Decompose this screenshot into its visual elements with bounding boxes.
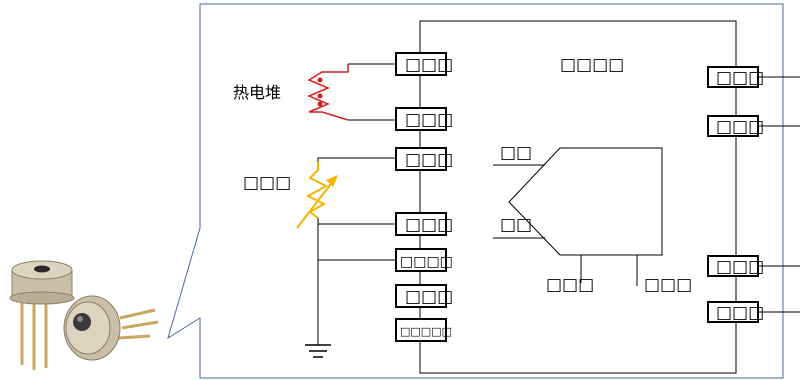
svg-text:□□□: □□□ xyxy=(716,257,764,277)
thermistor-label: □□□ xyxy=(243,173,291,193)
thermistor-wiring xyxy=(317,157,396,345)
pin-right-2: □□□ xyxy=(707,115,764,137)
pin-left-2: □□□ xyxy=(395,107,453,131)
svg-text:□□□: □□□ xyxy=(716,68,764,88)
svg-text:□□□□□: □□□□□ xyxy=(400,325,452,338)
pin-left-4: □□□ xyxy=(395,212,453,236)
amp-input-top-label: □□ xyxy=(500,143,532,163)
svg-text:□□□: □□□ xyxy=(405,55,453,75)
svg-text:□□□: □□□ xyxy=(405,110,453,130)
ground-icon xyxy=(305,344,331,358)
sensor-package-illustration xyxy=(9,260,159,370)
svg-text:□□□□: □□□□ xyxy=(400,254,453,270)
svg-text:□□□: □□□ xyxy=(716,117,764,137)
right-pin-wires xyxy=(758,76,800,313)
pin-left-6: □□□ xyxy=(395,284,453,308)
svg-text:□□□: □□□ xyxy=(405,150,453,170)
pin-left-1: □□□ xyxy=(395,52,453,76)
pin-right-3: □□□ xyxy=(707,255,764,277)
pin-left-3: □□□ xyxy=(395,147,453,171)
thermopile-symbol xyxy=(307,63,396,121)
thermistor-symbol xyxy=(296,162,338,229)
amp-output-right-label: □□□ xyxy=(644,275,692,295)
thermopile-label: 热电堆 xyxy=(233,83,281,102)
pin-left-5: □□□□ xyxy=(395,248,453,272)
amp-output-left-label: □□□ xyxy=(546,275,594,295)
pin-right-1: □□□ xyxy=(707,66,764,88)
svg-text:□□□: □□□ xyxy=(405,215,453,235)
svg-text:□□□: □□□ xyxy=(716,303,764,323)
left-pins: □□□ □□□ □□□ □□□ □□□□ □□□ □□□□□ xyxy=(395,52,453,342)
chip-package xyxy=(419,20,737,374)
amplifier-block xyxy=(508,147,663,256)
amp-input-bottom-label: □□ xyxy=(500,215,532,235)
pin-right-4: □□□ xyxy=(707,301,764,323)
chip-title: □□□□ xyxy=(560,55,624,75)
pin-left-7: □□□□□ xyxy=(395,318,452,342)
svg-text:□□□: □□□ xyxy=(405,287,453,307)
